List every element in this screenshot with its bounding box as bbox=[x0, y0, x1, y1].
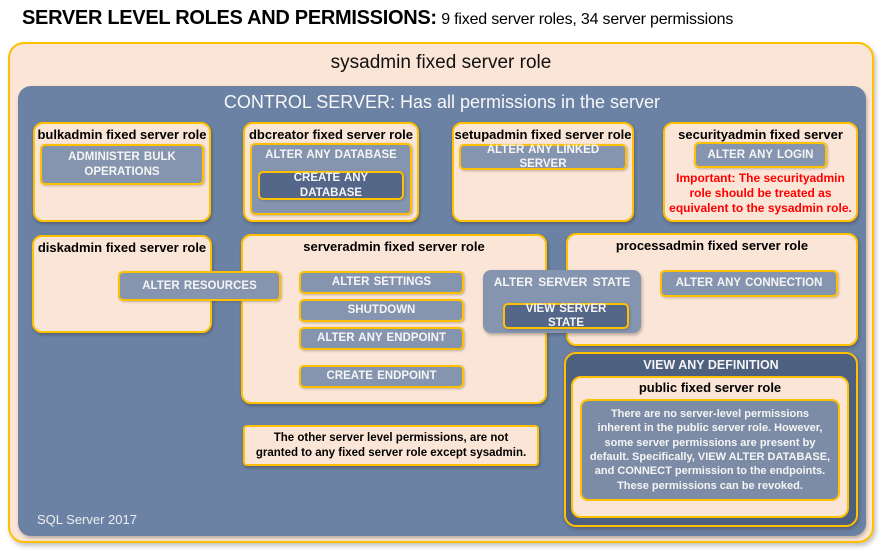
sysadmin-role-label: sysadmin fixed server role bbox=[330, 52, 552, 73]
permission-group-view-any-definition: VIEW ANY DEFINITION public fixed server … bbox=[564, 352, 858, 527]
securityadmin-warning-note: Important: The securityadmin role should… bbox=[669, 171, 852, 215]
sysadmin-role-box: sysadmin fixed server role CONTROL SERVE… bbox=[8, 42, 874, 543]
permission-alter-server-state-label: ALTER SERVER STATE bbox=[493, 275, 631, 289]
sql-server-version-label: SQL Server 2017 bbox=[37, 512, 137, 527]
permission-alter-resources: ALTER RESOURCES bbox=[118, 271, 281, 301]
role-title-dbcreator: dbcreator fixed server role bbox=[248, 127, 414, 142]
permission-alter-any-login: ALTER ANY LOGIN bbox=[694, 142, 827, 168]
permission-shutdown: SHUTDOWN bbox=[299, 299, 464, 322]
role-box-dbcreator: dbcreator fixed server role ALTER ANY DA… bbox=[243, 122, 419, 222]
role-box-securityadmin: securityadmin fixed server role ALTER AN… bbox=[663, 122, 858, 222]
permission-alter-any-linked-server: ALTER ANY LINKED SERVER bbox=[459, 144, 627, 170]
page-title: SERVER LEVEL ROLES AND PERMISSIONS: 9 fi… bbox=[22, 7, 733, 30]
role-title-diskadmin: diskadmin fixed server role bbox=[37, 240, 207, 255]
public-role-description: There are no server-level permissions in… bbox=[580, 399, 840, 501]
role-title-bulkadmin: bulkadmin fixed server role bbox=[37, 127, 207, 142]
permission-alter-any-database: ALTER ANY DATABASE CREATE ANY DATABASE bbox=[250, 143, 412, 215]
permission-create-endpoint: CREATE ENDPOINT bbox=[299, 365, 464, 388]
permission-view-any-definition-label: VIEW ANY DEFINITION bbox=[643, 358, 779, 372]
permission-administer-bulk-operations: ADMINISTER BULK OPERATIONS bbox=[40, 144, 204, 185]
role-title-setupadmin: setupadmin fixed server role bbox=[454, 127, 632, 142]
role-box-bulkadmin: bulkadmin fixed server role ADMINISTER B… bbox=[33, 122, 211, 222]
permission-create-any-database: CREATE ANY DATABASE bbox=[258, 171, 404, 200]
control-server-box: CONTROL SERVER: Has all permissions in t… bbox=[18, 86, 866, 536]
permission-alter-any-endpoint: ALTER ANY ENDPOINT bbox=[299, 327, 464, 350]
page-title-subtitle: 9 fixed server roles, 34 server permissi… bbox=[441, 11, 734, 28]
permission-alter-any-connection: ALTER ANY CONNECTION bbox=[660, 270, 838, 297]
role-title-public: public fixed server role bbox=[638, 380, 782, 395]
permission-group-alter-server-state: ALTER SERVER STATE VIEW SERVER STATE bbox=[483, 270, 641, 333]
permission-alter-settings: ALTER SETTINGS bbox=[299, 271, 464, 294]
permission-alter-any-database-label: ALTER ANY DATABASE bbox=[265, 149, 397, 161]
page-title-main: SERVER LEVEL ROLES AND PERMISSIONS: bbox=[22, 7, 437, 29]
role-title-processadmin: processadmin fixed server role bbox=[615, 238, 809, 253]
role-box-setupadmin: setupadmin fixed server role ALTER ANY L… bbox=[452, 122, 634, 222]
note-other-permissions: The other server level permissions, are … bbox=[243, 425, 539, 466]
role-box-public: public fixed server role There are no se… bbox=[571, 376, 849, 518]
role-title-serveradmin: serveradmin fixed server role bbox=[303, 239, 485, 254]
control-server-heading: CONTROL SERVER: Has all permissions in t… bbox=[223, 92, 661, 112]
permission-view-server-state: VIEW SERVER STATE bbox=[503, 303, 629, 329]
